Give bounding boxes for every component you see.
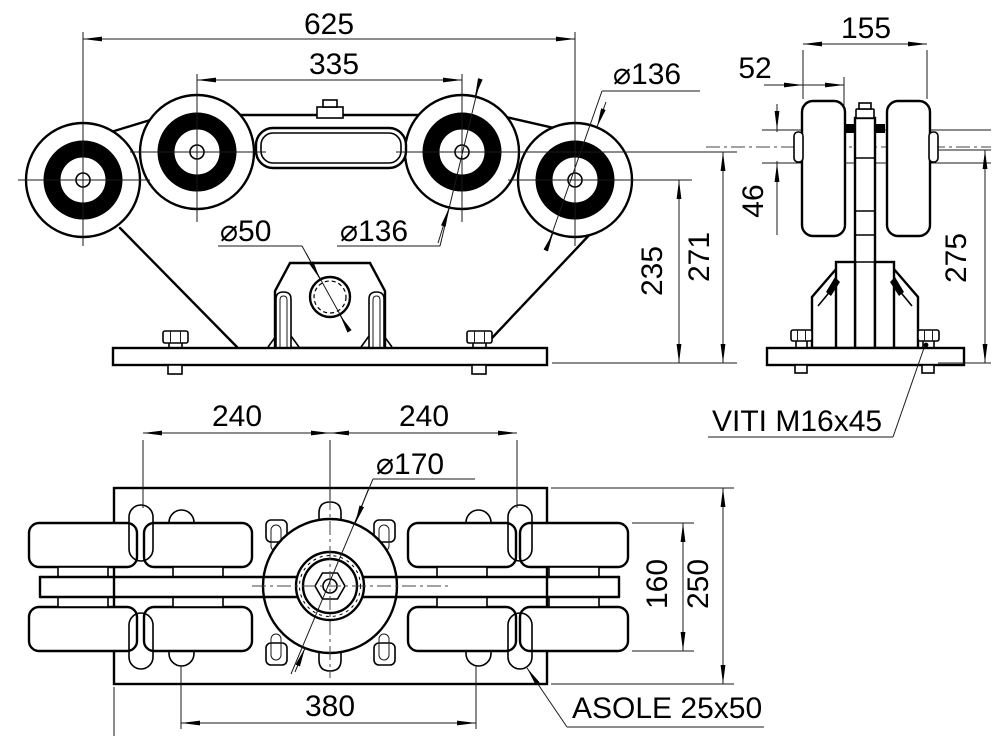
support-post xyxy=(853,116,877,350)
dim-wheel-span: 160 xyxy=(641,559,674,609)
fork-arm-left xyxy=(275,291,292,348)
body-slant-left xyxy=(118,226,239,349)
bolt-side-left xyxy=(790,329,813,374)
post-nut xyxy=(855,108,875,119)
slot-outer-tr xyxy=(507,504,533,562)
wheel-side-right xyxy=(885,99,932,238)
base-plate-side xyxy=(765,346,966,367)
dim-height-lower: 235 xyxy=(636,246,669,296)
wheel-top-6 xyxy=(142,605,254,653)
dim-wheel-dia-outer: ⌀136 xyxy=(613,58,681,91)
dim-total-height: 275 xyxy=(940,233,973,283)
dim-axle-spacing: 335 xyxy=(309,48,359,81)
hub-corner-tabs xyxy=(265,519,396,666)
wheel-top-4 xyxy=(518,521,630,569)
dim-slot-spacing: 380 xyxy=(305,690,355,723)
body-slant-right xyxy=(490,228,596,340)
base-plate-front xyxy=(111,346,549,367)
mount-plate-right xyxy=(873,260,896,350)
dim-height-upper: 271 xyxy=(683,232,716,282)
wheel-side-left xyxy=(800,99,847,238)
wheel-top-1 xyxy=(27,521,139,569)
shaft-hole-thread xyxy=(313,280,347,314)
wheel-top-7 xyxy=(406,605,518,653)
bolt-side-right xyxy=(917,329,940,374)
side-view: 155 52 46 275 VITI M16x45 xyxy=(706,12,991,438)
wheel-top-2 xyxy=(142,521,254,569)
body-slot xyxy=(254,126,408,170)
top-view: 240 240 ⌀170 160 250 380 ASOLE 25x50 xyxy=(27,400,764,736)
dim-side-width: 155 xyxy=(841,12,891,45)
slot-outer-tl xyxy=(128,504,154,562)
axle-cap-right xyxy=(928,131,939,163)
dim-wheel-dia-inner: ⌀136 xyxy=(340,215,408,248)
dim-shaft-hole: ⌀50 xyxy=(220,215,271,248)
wheel-top-8 xyxy=(518,605,630,653)
dim-rail-height: 46 xyxy=(737,184,770,217)
fork-arm-right xyxy=(368,291,385,348)
slot-outer-br xyxy=(507,612,533,670)
bolt-front-right xyxy=(466,330,493,375)
dim-hub-diameter: ⌀170 xyxy=(376,448,444,481)
axle-cap-left xyxy=(793,131,804,163)
wheel-top-5 xyxy=(27,605,139,653)
dim-spacing-right: 240 xyxy=(399,400,449,433)
dim-spacing-left: 240 xyxy=(212,400,262,433)
front-view: 625 335 ⌀50 ⌀136 ⌀136 235 271 xyxy=(18,8,737,375)
dim-wheel-width: 52 xyxy=(738,52,771,85)
body-slot-inner xyxy=(260,132,402,164)
grease-nipple-base xyxy=(316,106,344,119)
slot-outer-bl xyxy=(128,612,154,670)
dim-plate-depth: 250 xyxy=(682,559,715,609)
callout-slots: ASOLE 25x50 xyxy=(572,692,762,725)
dim-total-width: 625 xyxy=(304,8,354,41)
mount-plate-left xyxy=(834,260,857,350)
bolt-front-left xyxy=(162,330,189,375)
grease-nipple-top xyxy=(322,99,338,108)
callout-screws: VITI M16x45 xyxy=(712,405,882,438)
wheel-top-3 xyxy=(406,521,518,569)
